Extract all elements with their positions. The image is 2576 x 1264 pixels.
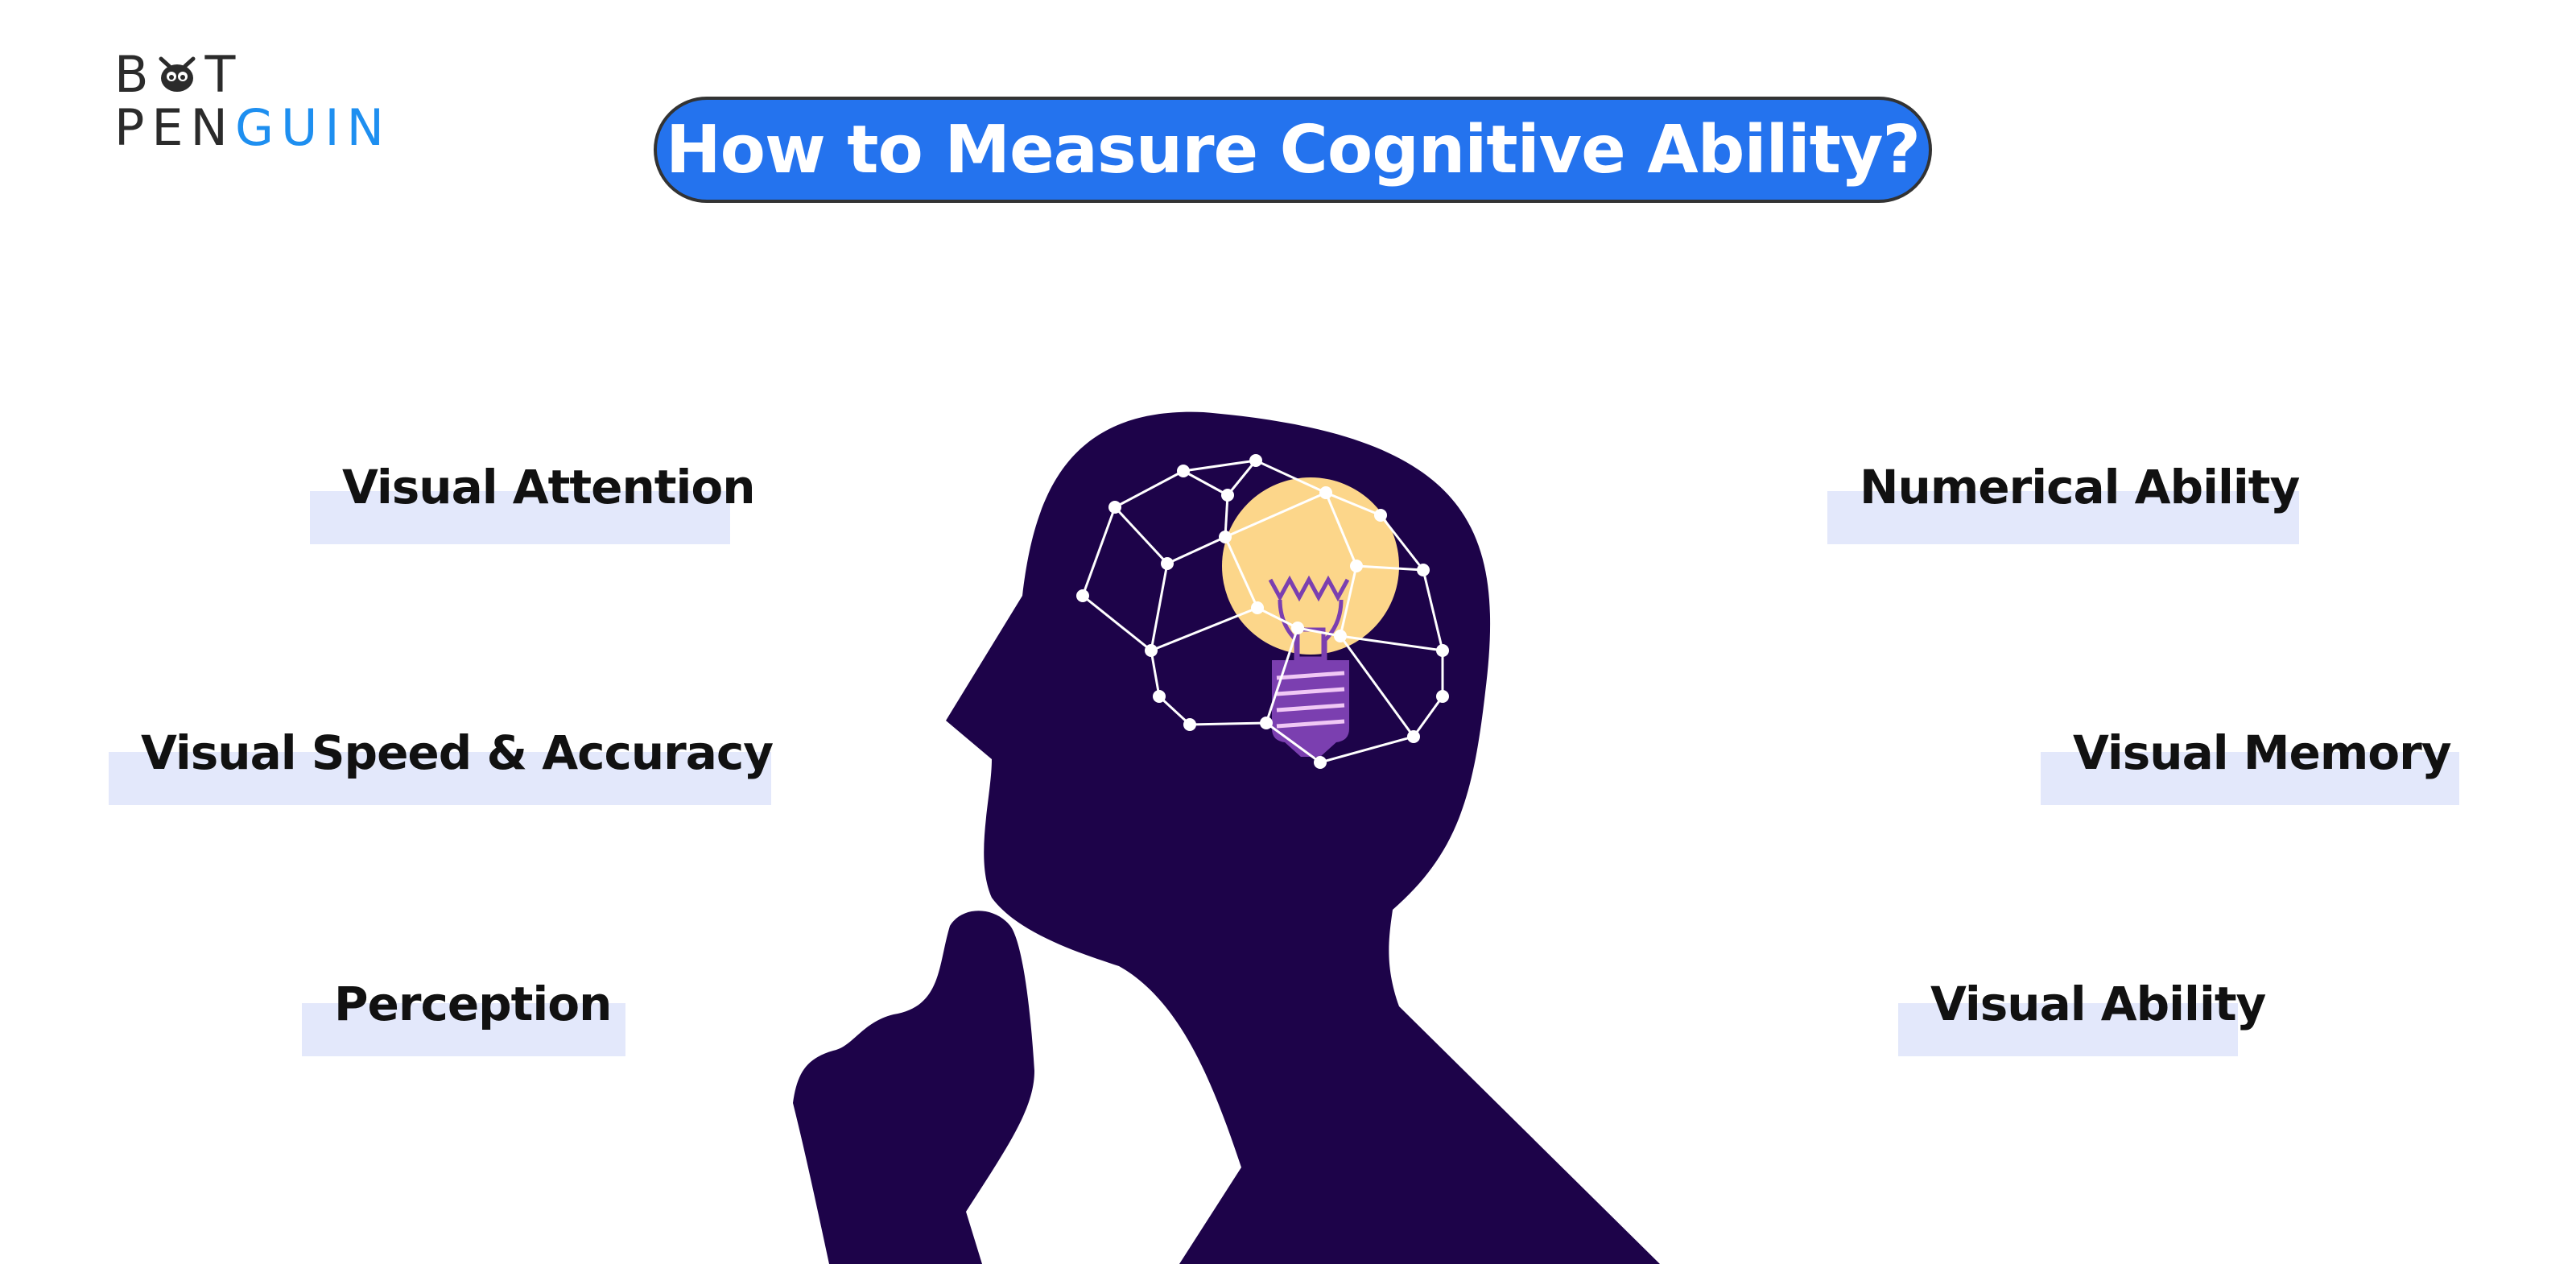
logo-letter-b: B xyxy=(114,45,156,104)
label-text: Numerical Ability xyxy=(1860,460,2300,514)
label-highlight xyxy=(109,752,771,805)
logo-letter-t: T xyxy=(204,45,243,104)
logo-word-guin: GUIN xyxy=(234,98,392,157)
light-bulb-icon xyxy=(1222,477,1399,757)
title-banner: How to Measure Cognitive Ability? xyxy=(654,97,1932,203)
label-text: Visual Memory xyxy=(2073,725,2452,780)
label-visual-memory: Visual Memory xyxy=(2041,725,2459,805)
label-visual-ability: Visual Ability xyxy=(1898,976,2266,1056)
label-highlight xyxy=(1898,1003,2238,1056)
penguin-face-icon xyxy=(156,50,198,92)
brand-logo[interactable]: B T PENGUIN xyxy=(114,48,420,161)
label-highlight xyxy=(302,1003,625,1056)
label-visual-attention: Visual Attention xyxy=(310,459,755,544)
label-text: Visual Ability xyxy=(1930,977,2266,1031)
label-text: Visual Attention xyxy=(342,460,755,514)
network-brain-icon xyxy=(1081,459,1444,764)
logo-word-pen: PEN xyxy=(114,98,235,157)
logo-line-1: B T xyxy=(114,48,420,101)
logo-line-2: PENGUIN xyxy=(114,101,420,155)
label-highlight xyxy=(310,491,730,544)
label-numerical-ability: Numerical Ability xyxy=(1827,459,2300,544)
label-text: Perception xyxy=(334,977,612,1031)
label-text: Visual Speed & Accuracy xyxy=(141,725,774,780)
label-perception: Perception xyxy=(302,976,625,1056)
page-title: How to Measure Cognitive Ability? xyxy=(666,111,1921,188)
label-highlight xyxy=(2041,752,2459,805)
network-nodes xyxy=(1076,454,1449,769)
label-highlight xyxy=(1827,491,2299,544)
label-visual-speed-accuracy: Visual Speed & Accuracy xyxy=(109,725,774,805)
thinking-head-silhouette xyxy=(793,411,1660,1264)
